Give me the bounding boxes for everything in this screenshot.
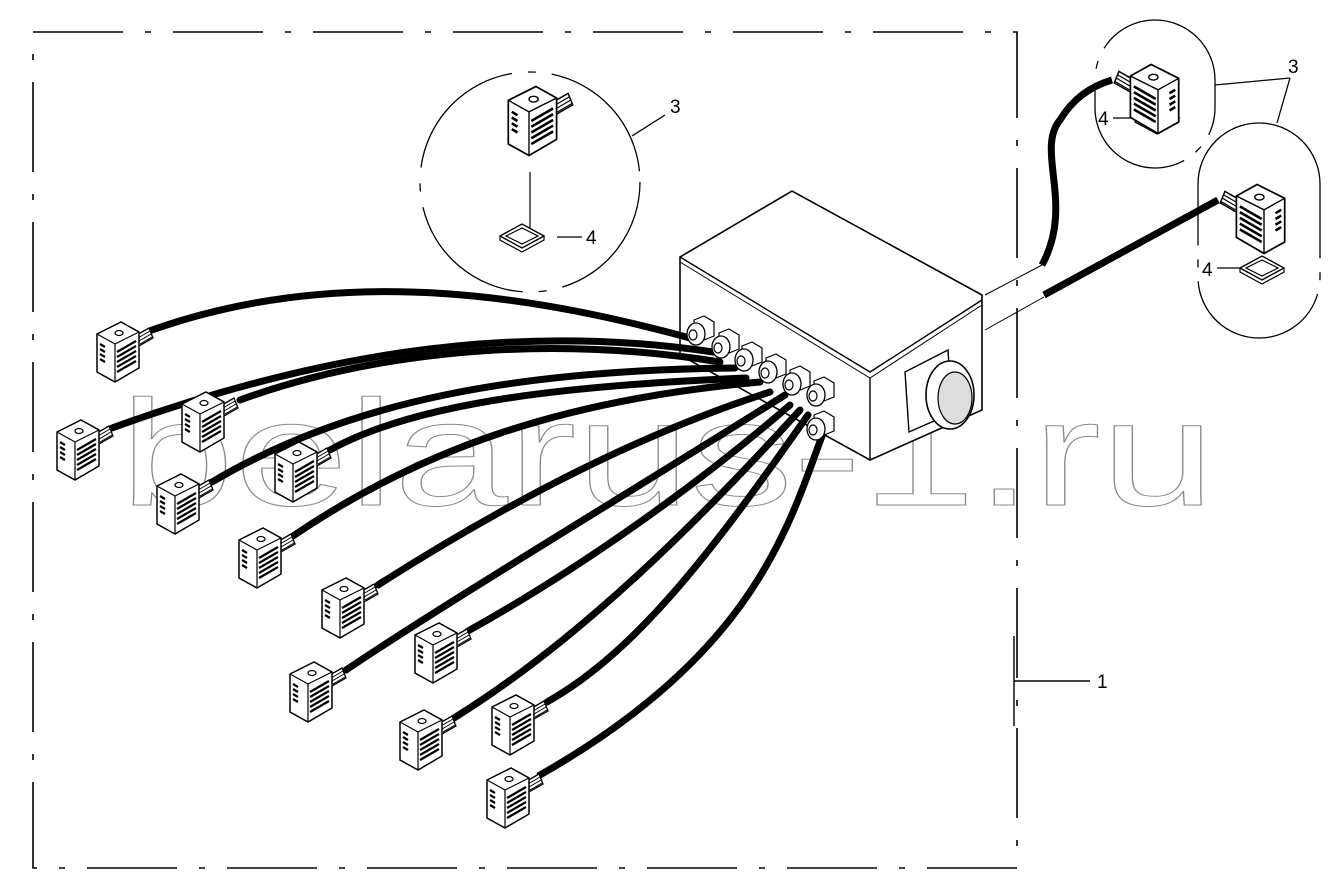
callout-label-3-right: 3	[1288, 57, 1299, 78]
valve-plug	[288, 660, 348, 724]
valve-plug	[398, 708, 458, 772]
callout-label-1: 1	[1097, 672, 1108, 693]
callout-1: 1	[1013, 636, 1108, 726]
junction-box	[679, 190, 983, 461]
callout-label-3-center: 3	[670, 97, 681, 118]
valve-plug	[413, 621, 473, 685]
multi-pin-connector	[904, 348, 975, 434]
callout-label-4-right-bottom: 4	[1202, 260, 1213, 281]
valve-plug	[485, 766, 545, 830]
detail-view-center: 3 4	[419, 71, 681, 293]
valve-plug	[55, 418, 115, 482]
harness-cables	[108, 288, 829, 779]
callout-label-4-center: 4	[586, 228, 597, 249]
callout-label-4-right-top: 4	[1098, 109, 1109, 130]
assembly-boundary	[32, 31, 1018, 869]
valve-plug-external-2	[1219, 183, 1286, 255]
valve-plug	[237, 526, 297, 590]
detail-view-right: 3 4 4	[1094, 19, 1321, 339]
external-cables	[984, 63, 1286, 331]
valve-plug	[320, 576, 380, 640]
valve-plug-external-1	[1113, 63, 1180, 135]
valve-plug	[490, 693, 550, 757]
